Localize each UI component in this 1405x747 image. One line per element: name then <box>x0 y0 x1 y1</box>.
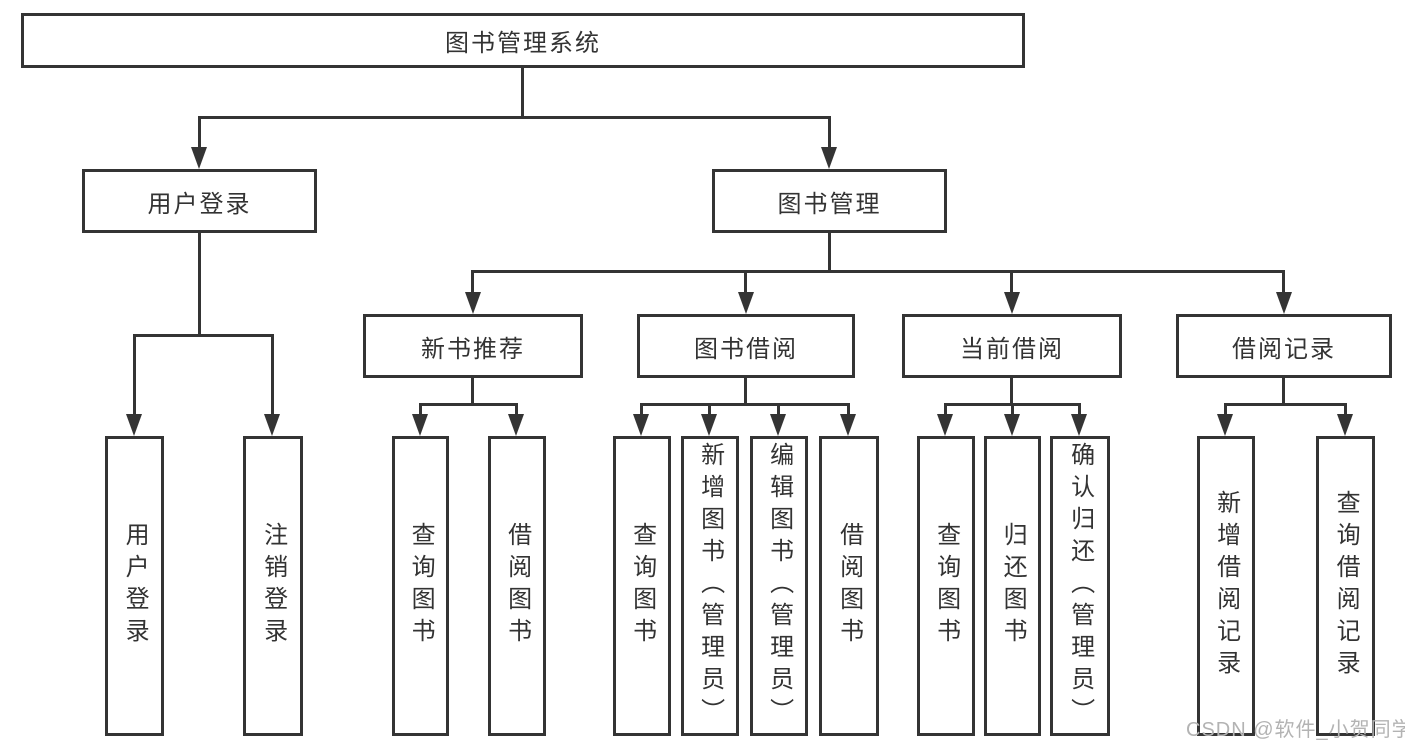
leaf-return-books-label: 归还图书 <box>999 522 1027 650</box>
connector-book-management-branch <box>471 270 1285 273</box>
connector-current-borrow-stem <box>1010 378 1013 406</box>
connector-new-book-recommend-branch <box>419 403 518 406</box>
leaf-borrow-books-label: 借阅图书 <box>835 522 863 650</box>
leaf-borrow-books: 借阅图书 <box>819 436 879 736</box>
node-current-borrow-label: 当前借阅 <box>960 335 1064 363</box>
leaf-add-books-admin-label: 新增图书（管理员） <box>696 442 724 730</box>
leaf-query-books-borrow-label: 查询图书 <box>628 522 656 650</box>
csdn-watermark: CSDN @软件_小贺同学 <box>1186 719 1405 741</box>
leaf-query-books-recommend-label: 查询图书 <box>407 522 435 650</box>
connector-user-login-branch <box>133 334 274 337</box>
leaf-confirm-return-admin-label: 确认归还（管理员） <box>1066 442 1094 730</box>
arrowhead-leaf-user-login <box>126 414 142 436</box>
arrowhead-leaf-add-books-admin <box>701 414 717 436</box>
leaf-edit-books-admin: 编辑图书（管理员） <box>750 436 808 736</box>
arrowhead-leaf-borrow-books <box>840 414 856 436</box>
leaf-query-books-current-label: 查询图书 <box>932 522 960 650</box>
connector-to-leaf-user-login <box>133 334 136 417</box>
leaf-user-login: 用户登录 <box>105 436 164 736</box>
connector-to-leaf-query-books-recommend <box>419 403 422 417</box>
connector-book-borrow-branch <box>640 403 849 406</box>
leaf-add-borrow-record-label: 新增借阅记录 <box>1212 490 1240 682</box>
leaf-add-borrow-record: 新增借阅记录 <box>1197 436 1255 736</box>
arrowhead-leaf-add-borrow-record <box>1217 414 1233 436</box>
node-book-management: 图书管理 <box>712 169 947 233</box>
leaf-edit-books-admin-label: 编辑图书（管理员） <box>765 442 793 730</box>
arrowhead-leaf-query-books-current <box>937 414 953 436</box>
leaf-query-books-current: 查询图书 <box>917 436 975 736</box>
connector-to-leaf-logout <box>271 334 274 417</box>
connector-to-current-borrow <box>1010 270 1013 293</box>
connector-to-book-borrow <box>744 270 747 293</box>
node-user-login: 用户登录 <box>82 169 317 233</box>
leaf-user-login-label: 用户登录 <box>121 522 149 650</box>
arrowhead-leaf-query-borrow-record <box>1337 414 1353 436</box>
arrowhead-book-borrow <box>738 292 754 314</box>
connector-to-leaf-edit-books-admin <box>777 403 780 417</box>
arrowhead-leaf-edit-books-admin <box>770 414 786 436</box>
arrowhead-leaf-logout <box>264 414 280 436</box>
connector-to-leaf-confirm-return-admin <box>1078 403 1081 417</box>
node-new-book-recommend: 新书推荐 <box>363 314 583 378</box>
connector-to-leaf-query-borrow-record <box>1344 403 1347 417</box>
arrowhead-book-management <box>821 147 837 169</box>
connector-root-stem <box>521 68 524 118</box>
connector-book-borrow-stem <box>744 378 747 406</box>
leaf-query-books-borrow: 查询图书 <box>613 436 671 736</box>
node-current-borrow: 当前借阅 <box>902 314 1122 378</box>
arrowhead-leaf-confirm-return-admin <box>1071 414 1087 436</box>
node-book-management-label: 图书管理 <box>777 190 882 218</box>
leaf-logout: 注销登录 <box>243 436 303 736</box>
connector-to-borrow-records <box>1282 270 1285 293</box>
node-book-borrow-label: 图书借阅 <box>694 335 798 363</box>
leaf-confirm-return-admin: 确认归还（管理员） <box>1050 436 1110 736</box>
connector-to-leaf-borrow-books <box>847 403 850 417</box>
arrowhead-current-borrow <box>1004 292 1020 314</box>
node-borrow-records: 借阅记录 <box>1176 314 1392 378</box>
connector-root-branch <box>198 116 831 119</box>
leaf-borrow-books-recommend-label: 借阅图书 <box>503 522 531 650</box>
leaf-add-books-admin: 新增图书（管理员） <box>681 436 739 736</box>
arrowhead-new-book-recommend <box>465 292 481 314</box>
connector-borrow-records-stem <box>1282 378 1285 406</box>
connector-to-user-login <box>198 116 201 151</box>
connector-to-leaf-add-books-admin <box>708 403 711 417</box>
leaf-query-borrow-record: 查询借阅记录 <box>1316 436 1375 736</box>
connector-new-book-recommend-stem <box>471 378 474 406</box>
arrowhead-leaf-borrow-books-recommend <box>508 414 524 436</box>
connector-book-management-stem <box>828 233 831 273</box>
arrowhead-leaf-return-books <box>1004 414 1020 436</box>
connector-to-leaf-borrow-books-recommend <box>515 403 518 417</box>
node-new-book-recommend-label: 新书推荐 <box>421 335 525 363</box>
leaf-borrow-books-recommend: 借阅图书 <box>488 436 546 736</box>
connector-to-leaf-return-books <box>1011 403 1014 417</box>
leaf-query-books-recommend: 查询图书 <box>392 436 449 736</box>
node-borrow-records-label: 借阅记录 <box>1232 335 1336 363</box>
connector-user-login-stem <box>198 233 201 336</box>
node-library-system-label: 图书管理系统 <box>445 30 601 57</box>
node-library-system: 图书管理系统 <box>21 13 1025 68</box>
connector-to-leaf-add-borrow-record <box>1224 403 1227 417</box>
node-user-login-label: 用户登录 <box>147 190 252 218</box>
connector-to-leaf-query-books-current <box>944 403 947 417</box>
node-book-borrow: 图书借阅 <box>637 314 855 378</box>
arrowhead-borrow-records <box>1276 292 1292 314</box>
connector-to-new-book-recommend <box>471 270 474 293</box>
connector-to-book-management <box>828 116 831 151</box>
arrowhead-leaf-query-books-borrow <box>633 414 649 436</box>
connector-borrow-records-branch <box>1224 403 1346 406</box>
arrowhead-user-login <box>191 147 207 169</box>
connector-to-leaf-query-books-borrow <box>640 403 643 417</box>
leaf-logout-label: 注销登录 <box>259 522 287 650</box>
arrowhead-leaf-query-books-recommend <box>412 414 428 436</box>
leaf-return-books: 归还图书 <box>984 436 1041 736</box>
leaf-query-borrow-record-label: 查询借阅记录 <box>1332 490 1360 682</box>
